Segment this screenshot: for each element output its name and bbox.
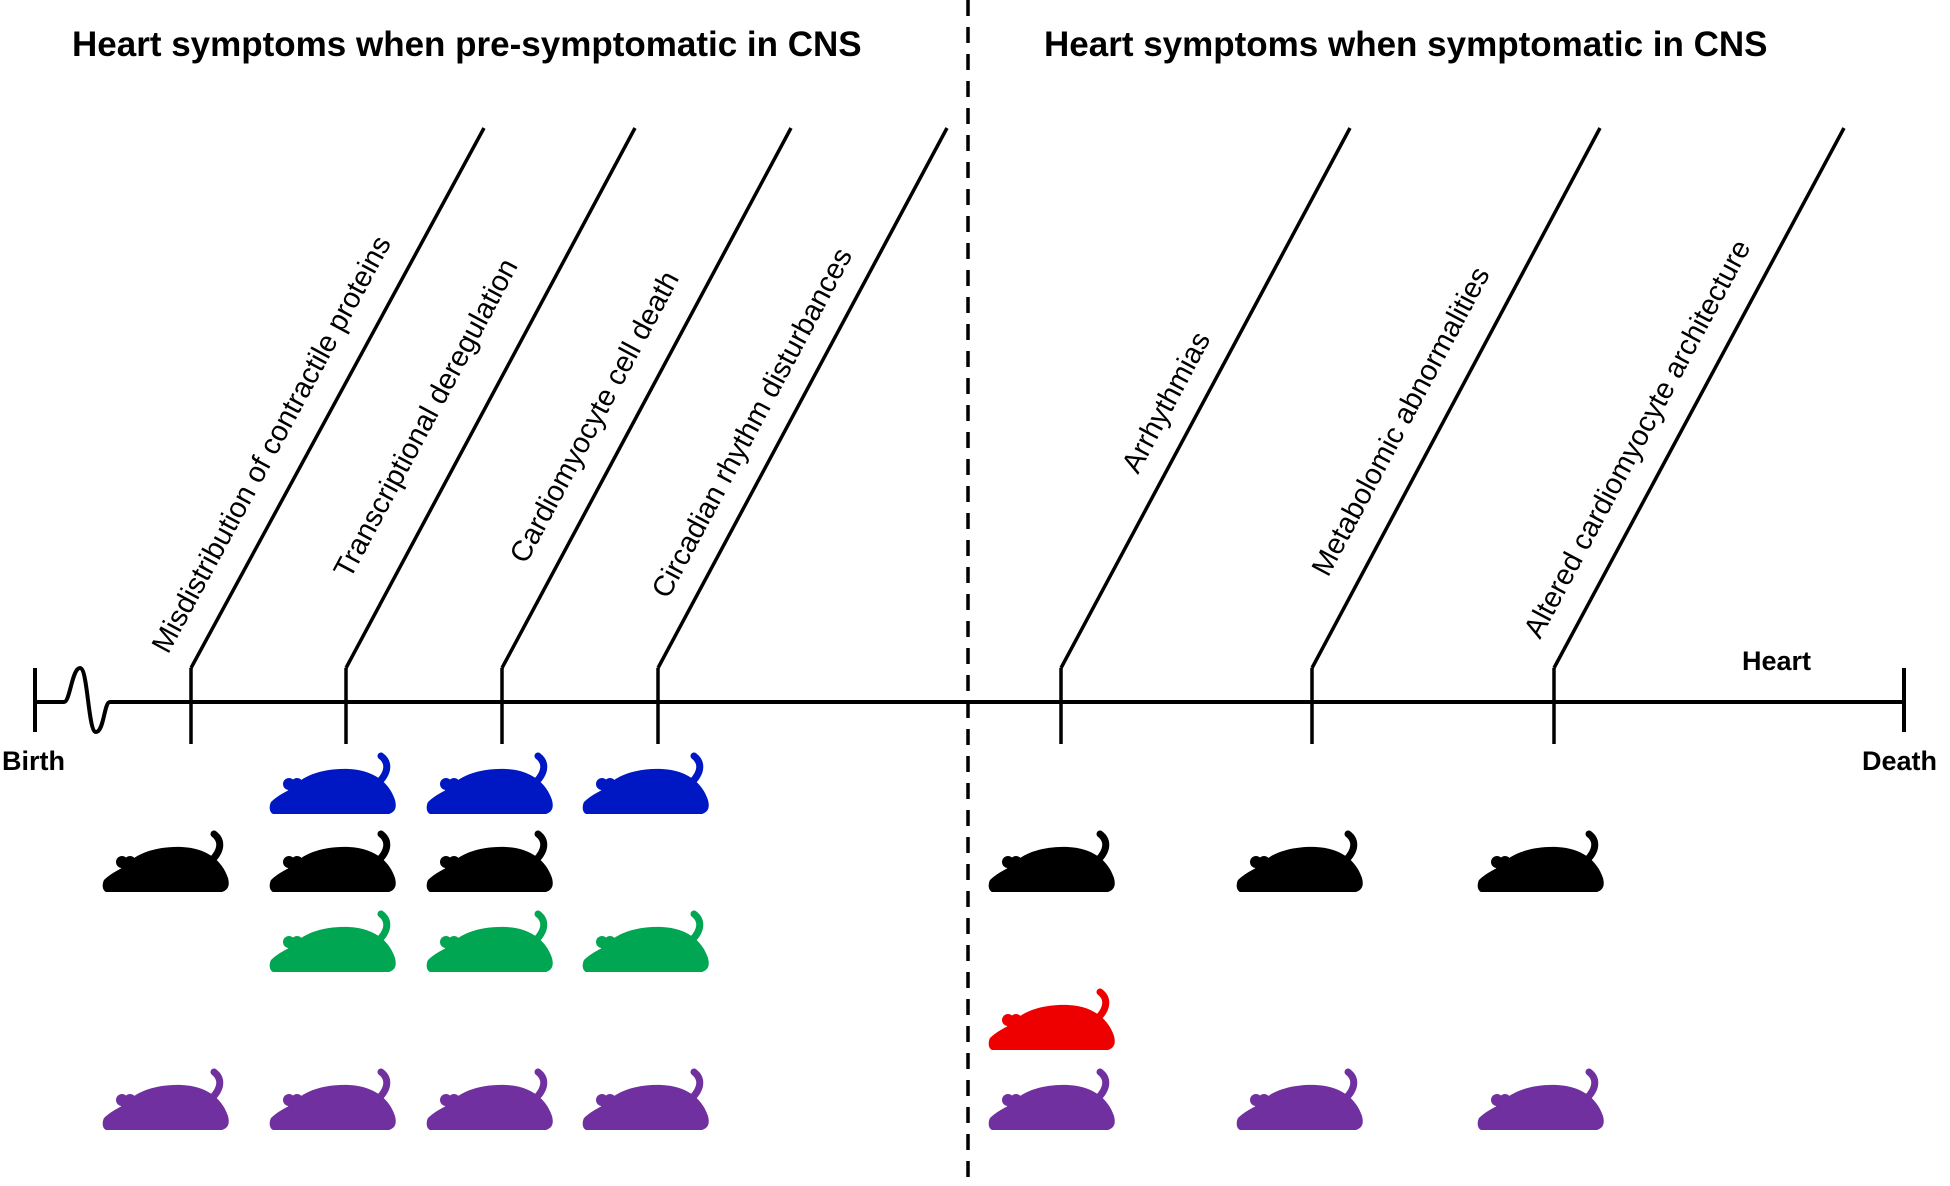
title-presymptomatic: Heart symptoms when pre-symptomatic in C… xyxy=(72,25,862,64)
mouse-icon xyxy=(1478,834,1604,892)
phenotype-label: Altered cardiomyocyte architecture xyxy=(1518,235,1757,643)
mouse-icon xyxy=(427,834,553,892)
title-symptomatic: Heart symptoms when symptomatic in CNS xyxy=(1044,25,1768,64)
phenotype-leader-line xyxy=(344,127,637,669)
phenotype-leader-line xyxy=(1059,127,1352,669)
phenotype-marker: Arrhythmias xyxy=(1059,127,1352,744)
mouse-icon xyxy=(583,756,709,814)
mouse-icon xyxy=(427,1072,553,1130)
mouse-icon xyxy=(427,914,553,972)
timeline-line-with-break xyxy=(35,665,1904,735)
phenotype-leader-line xyxy=(656,127,949,669)
mouse-icon xyxy=(989,1072,1115,1130)
heart-label: Heart xyxy=(1742,646,1811,676)
mouse-icon xyxy=(1237,1072,1363,1130)
mouse-icon xyxy=(1237,834,1363,892)
mouse-row-black xyxy=(103,834,1604,892)
mouse-icon xyxy=(270,1072,396,1130)
mouse-icon xyxy=(103,1072,229,1130)
phenotype-marker: Metabolomic abnormalities xyxy=(1306,127,1602,744)
mouse-icon xyxy=(427,756,553,814)
mouse-icon xyxy=(270,914,396,972)
mouse-icon xyxy=(103,834,229,892)
mouse-row-purple xyxy=(103,1072,1604,1130)
mouse-icon xyxy=(270,834,396,892)
mouse-icon xyxy=(989,992,1115,1050)
birth-label: Birth xyxy=(2,746,65,776)
mouse-icon xyxy=(583,1072,709,1130)
phenotype-label: Cardiomyocyte cell death xyxy=(504,266,686,568)
timeline-axis xyxy=(33,665,1906,735)
mouse-icon xyxy=(270,756,396,814)
phenotype-label: Misdistribution of contractile proteins xyxy=(146,231,398,659)
phenotype-leader-line xyxy=(1310,127,1602,669)
mouse-model-rows xyxy=(103,756,1604,1130)
phenotype-leader-line xyxy=(189,127,486,669)
mouse-icon xyxy=(583,914,709,972)
mouse-row-red xyxy=(989,992,1115,1050)
mouse-row-blue xyxy=(270,756,709,814)
death-label: Death xyxy=(1862,746,1937,776)
phenotype-label: Circadian rhythm disturbances xyxy=(646,243,859,603)
phenotype-leader-line xyxy=(500,127,793,669)
mouse-row-green xyxy=(270,914,709,972)
phenotype-markers: Misdistribution of contractile proteinsT… xyxy=(146,127,1846,744)
mouse-icon xyxy=(1478,1072,1604,1130)
phenotype-marker: Circadian rhythm disturbances xyxy=(646,127,949,744)
phenotype-label: Metabolomic abnormalities xyxy=(1306,262,1497,581)
mouse-icon xyxy=(989,834,1115,892)
phenotype-leader-line xyxy=(1552,127,1846,669)
